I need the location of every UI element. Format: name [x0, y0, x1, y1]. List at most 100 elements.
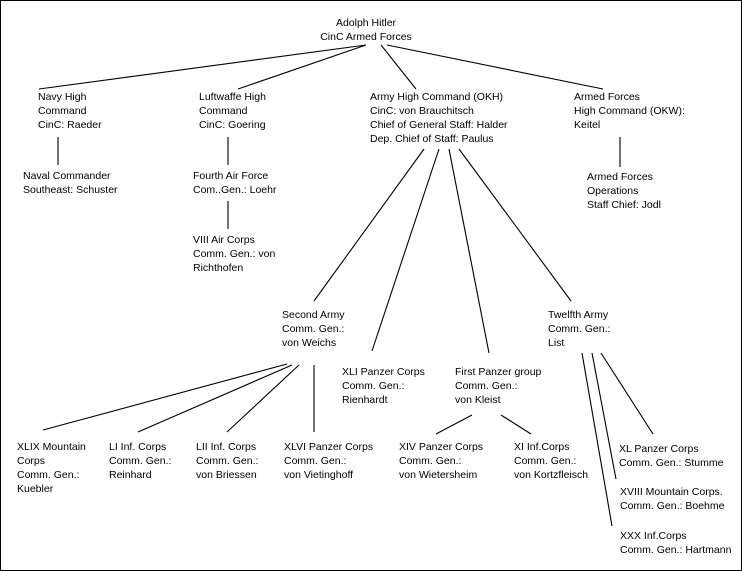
node-okw-line-1: Armed Forces — [574, 91, 640, 103]
node-second-army-line-1: Second Army — [282, 309, 345, 321]
node-li-inf-corps: LI Inf. Corps Comm. Gen.: Reinhard — [109, 440, 171, 482]
node-hitler: Adolph Hitler CinC Armed Forces — [311, 16, 421, 44]
node-first-panzer-group: First Panzer group Comm. Gen.: von Kleis… — [455, 365, 541, 407]
node-afo-line-3: Staff Chief: Jodl — [587, 199, 661, 211]
node-second-army-line-2: Comm. Gen.: — [282, 323, 345, 335]
node-hitler-line-2: CinC Armed Forces — [320, 31, 412, 43]
node-xlix-line-1: XLIX Mountain — [17, 441, 86, 453]
node-twelfth-line-1: Twelfth Army — [548, 309, 609, 321]
edge-okh-first-pz — [448, 148, 490, 354]
node-fourth-air-force-line-2: Com..Gen.: Loehr — [193, 184, 277, 196]
node-luftwaffe-line-3: CinC: Goering — [199, 119, 266, 131]
node-xxx-line-2: Comm. Gen.: Hartmann — [620, 544, 732, 556]
node-xl-line-1: XL Panzer Corps — [619, 443, 699, 455]
node-first-pz-line-2: Comm. Gen.: — [455, 380, 518, 392]
node-xli-line-2: Comm. Gen.: — [342, 380, 405, 392]
node-okw: Armed Forces High Command (OKW): Keitel — [574, 90, 685, 132]
node-okh-line-4: Dep. Chief of Staff: Paulus — [370, 133, 494, 145]
node-twelfth-line-2: Comm. Gen.: — [548, 323, 611, 335]
node-xi-line-3: von Kortzfleisch — [514, 469, 589, 481]
node-first-pz-line-3: von Kleist — [455, 394, 501, 406]
edge-okh-xli — [371, 148, 440, 352]
node-xlvi-line-1: XLVI Panzer Corps — [284, 441, 374, 453]
node-xxx-line-1: XXX Inf.Corps — [620, 530, 687, 542]
node-okh-line-2: CinC: von Brauchitsch — [370, 105, 474, 117]
node-lii-inf-corps: LII Inf. Corps Comm. Gen.: von Briessen — [196, 440, 258, 482]
edge-second-xlix — [42, 363, 288, 431]
edge-firstpz-xi — [500, 414, 532, 435]
node-xiv-line-2: Comm. Gen.: — [399, 455, 462, 467]
node-xlix-line-3: Comm. Gen.: — [17, 469, 80, 481]
node-xi-line-2: Comm. Gen.: — [514, 455, 577, 467]
edge-okh-second-army — [313, 148, 425, 302]
node-xiv-line-1: XIV Panzer Corps — [399, 441, 484, 453]
node-xlvi-line-3: von Vietinghoff — [284, 469, 354, 481]
node-hitler-line-1: Adolph Hitler — [335, 17, 397, 29]
node-li-line-2: Comm. Gen.: — [109, 455, 172, 467]
node-luftwaffe-line-1: Luftwaffe High — [199, 91, 266, 103]
node-xi-inf-corps: XI Inf.Corps Comm. Gen.: von Kortzfleisc… — [514, 440, 588, 482]
node-luftwaffe-line-2: Command — [199, 105, 248, 117]
node-navy-line-1: Navy High — [38, 91, 87, 103]
node-okh: Army High Command (OKH) CinC: von Brauch… — [370, 90, 508, 146]
node-viii-air-corps-line-1: VIII Air Corps — [193, 234, 255, 246]
node-okh-line-1: Army High Command (OKH) — [370, 91, 504, 103]
edge-twelfth-xxx — [581, 352, 613, 527]
node-naval-se: Naval Commander Southeast: Schuster — [23, 169, 118, 197]
node-xviii-mountain-corps: XVIII Mountain Corps. Comm. Gen.: Boehme — [620, 485, 724, 513]
node-naval-se-line-2: Southeast: Schuster — [23, 184, 118, 196]
node-fourth-air-force: Fourth Air Force Com..Gen.: Loehr — [193, 169, 276, 197]
node-naval-se-line-1: Naval Commander — [23, 170, 111, 182]
node-viii-air-corps-line-2: Comm. Gen.: von — [193, 248, 276, 260]
node-xviii-line-2: Comm. Gen.: Boehme — [620, 500, 725, 512]
node-xli-line-1: XLI Panzer Corps — [342, 366, 425, 378]
edge-hitler-okw — [386, 44, 604, 90]
node-xli-panzer-corps: XLI Panzer Corps Comm. Gen.: Rienhardt — [342, 365, 425, 407]
node-first-pz-line-1: First Panzer group — [455, 366, 542, 378]
edge-hitler-luftwaffe — [237, 44, 367, 90]
node-li-line-1: LI Inf. Corps — [109, 441, 167, 453]
edge-firstpz-xiv — [435, 414, 473, 435]
node-twelfth-line-3: List — [548, 337, 565, 349]
node-armed-forces-operations: Armed Forces Operations Staff Chief: Jod… — [587, 170, 661, 212]
node-luftwaffe: Luftwaffe High Command CinC: Goering — [199, 90, 266, 132]
node-viii-air-corps-line-3: Richthofen — [193, 262, 244, 274]
node-okh-line-3: Chief of General Staff: Halder — [370, 119, 508, 131]
node-afo-line-2: Operations — [587, 185, 639, 197]
node-lii-line-2: Comm. Gen.: — [196, 455, 259, 467]
edge-second-lii — [226, 364, 300, 433]
node-navy-line-3: CinC: Raeder — [38, 119, 102, 131]
node-second-army: Second Army Comm. Gen.: von Weichs — [282, 308, 344, 350]
node-lii-line-1: LII Inf. Corps — [196, 441, 257, 453]
node-xlvi-line-2: Comm. Gen.: — [284, 455, 347, 467]
node-xlix-mountain-corps: XLIX Mountain Corps Comm. Gen.: Kuebler — [17, 440, 86, 496]
node-viii-air-corps: VIII Air Corps Comm. Gen.: von Richthofe… — [193, 233, 275, 275]
edge-okh-twelfth — [458, 148, 572, 302]
node-xiv-panzer-corps: XIV Panzer Corps Comm. Gen.: von Wieters… — [399, 440, 483, 482]
node-fourth-air-force-line-1: Fourth Air Force — [193, 170, 269, 182]
node-xl-line-2: Comm. Gen.: Stumme — [619, 457, 724, 469]
node-xiv-line-3: von Wietersheim — [399, 469, 478, 481]
edge-twelfth-xviii — [591, 352, 617, 480]
node-afo-line-1: Armed Forces — [587, 171, 653, 183]
edge-hitler-okh — [380, 44, 417, 90]
node-navy: Navy High Command CinC: Raeder — [38, 90, 102, 132]
node-xviii-line-1: XVIII Mountain Corps. — [620, 486, 723, 498]
node-lii-line-3: von Briessen — [196, 469, 257, 481]
node-navy-line-2: Command — [38, 105, 87, 117]
edge-second-li — [137, 364, 293, 433]
edge-hitler-navy — [38, 44, 367, 90]
node-xi-line-1: XI Inf.Corps — [514, 441, 570, 453]
node-second-army-line-3: von Weichs — [282, 337, 337, 349]
node-xlvi-panzer-corps: XLVI Panzer Corps Comm. Gen.: von Vietin… — [284, 440, 373, 482]
node-okw-line-2: High Command (OKW): — [574, 105, 685, 117]
node-xli-line-3: Rienhardt — [342, 394, 388, 406]
node-twelfth-army: Twelfth Army Comm. Gen.: List — [548, 308, 610, 350]
edge-twelfth-xl — [600, 352, 654, 435]
node-xl-panzer-corps: XL Panzer Corps Comm. Gen.: Stumme — [619, 442, 723, 470]
node-okw-line-3: Keitel — [574, 119, 601, 131]
node-xxx-inf-corps: XXX Inf.Corps Comm. Gen.: Hartmann — [620, 529, 731, 557]
node-xlix-line-2: Corps — [17, 455, 46, 467]
